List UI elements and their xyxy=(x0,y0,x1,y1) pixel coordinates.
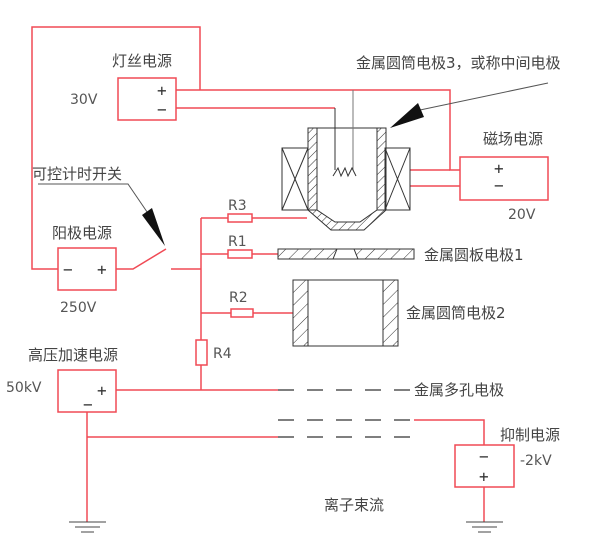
resistors xyxy=(195,213,254,366)
multihole-electrodes xyxy=(278,389,414,438)
hv-plus-symbol: + xyxy=(97,381,107,400)
electrode-1-plate xyxy=(277,248,415,260)
electrode-2-label: 金属圆筒电极2 xyxy=(406,304,506,322)
magnet-coil-right xyxy=(384,147,411,211)
multihole-electrode-label: 金属多孔电极 xyxy=(414,381,504,399)
filament-supply: + − 灯丝电源 30V xyxy=(70,52,177,121)
resistor-r4 xyxy=(195,339,208,366)
magnet-plus-symbol: + xyxy=(494,159,504,178)
anode-supply-label: 阳极电源 xyxy=(52,224,112,242)
hv-supply: + − 高压加速电源 50kV xyxy=(6,346,118,414)
timer-switch: 可控计时开关 xyxy=(32,165,165,246)
filament-icon xyxy=(332,166,357,178)
suppress-plus-symbol: + xyxy=(479,467,489,486)
magnet-coil-left xyxy=(281,147,309,211)
resistor-r1 xyxy=(227,249,253,259)
pointer-arrow-icon xyxy=(390,103,424,128)
hv-voltage-label: 50kV xyxy=(6,380,42,396)
magnet-supply: + − 磁场电源 20V xyxy=(459,130,549,223)
ion-beam-label: 离子束流 xyxy=(324,496,384,514)
anode-voltage-label: 250V xyxy=(60,300,97,316)
ground-icon-left xyxy=(69,521,106,533)
magnet-minus-symbol: − xyxy=(494,176,504,195)
electrode-2-cylinder xyxy=(292,279,399,347)
electrode-1-label: 金属圆板电极1 xyxy=(424,246,524,264)
r4-label: R4 xyxy=(213,346,232,362)
anode-supply: − + 阳极电源 250V xyxy=(52,224,117,316)
filament-voltage-label: 30V xyxy=(70,92,98,108)
magnet-supply-label: 磁场电源 xyxy=(483,130,543,148)
electrode-3-assembly xyxy=(281,90,411,231)
electrode-3-label: 金属圆筒电极3，或称中间电极 xyxy=(356,54,561,72)
wire-suppress xyxy=(414,419,485,445)
resistor-r2 xyxy=(230,308,254,318)
filament-minus-symbol: − xyxy=(157,100,167,119)
wire-anode-to-filament xyxy=(31,26,201,270)
switch-arrow-icon xyxy=(142,208,165,246)
wire-filament-plus xyxy=(176,89,460,171)
timer-switch-label: 可控计时开关 xyxy=(32,165,122,183)
suppress-voltage-label: -2kV xyxy=(520,453,552,469)
magnet-voltage-label: 20V xyxy=(508,207,536,223)
wires xyxy=(31,26,485,522)
filament-plus-symbol: + xyxy=(157,81,167,100)
suppress-supply-label: 抑制电源 xyxy=(500,426,560,444)
suppress-supply: − + 抑制电源 -2kV xyxy=(454,426,560,488)
r1-label: R1 xyxy=(228,234,247,250)
filament-supply-label: 灯丝电源 xyxy=(112,52,172,70)
hv-supply-label: 高压加速电源 xyxy=(28,346,118,364)
resistor-r3 xyxy=(227,213,253,223)
electrode-3-pointer xyxy=(390,82,549,128)
r2-label: R2 xyxy=(229,290,248,306)
suppress-minus-symbol: − xyxy=(479,447,489,466)
anode-plus-symbol: + xyxy=(97,260,107,279)
anode-minus-symbol: − xyxy=(63,260,73,279)
r3-label: R3 xyxy=(228,198,247,214)
ground-icon-right xyxy=(466,521,503,533)
hv-minus-symbol: − xyxy=(83,395,93,414)
wire-anode-plus xyxy=(116,248,167,270)
